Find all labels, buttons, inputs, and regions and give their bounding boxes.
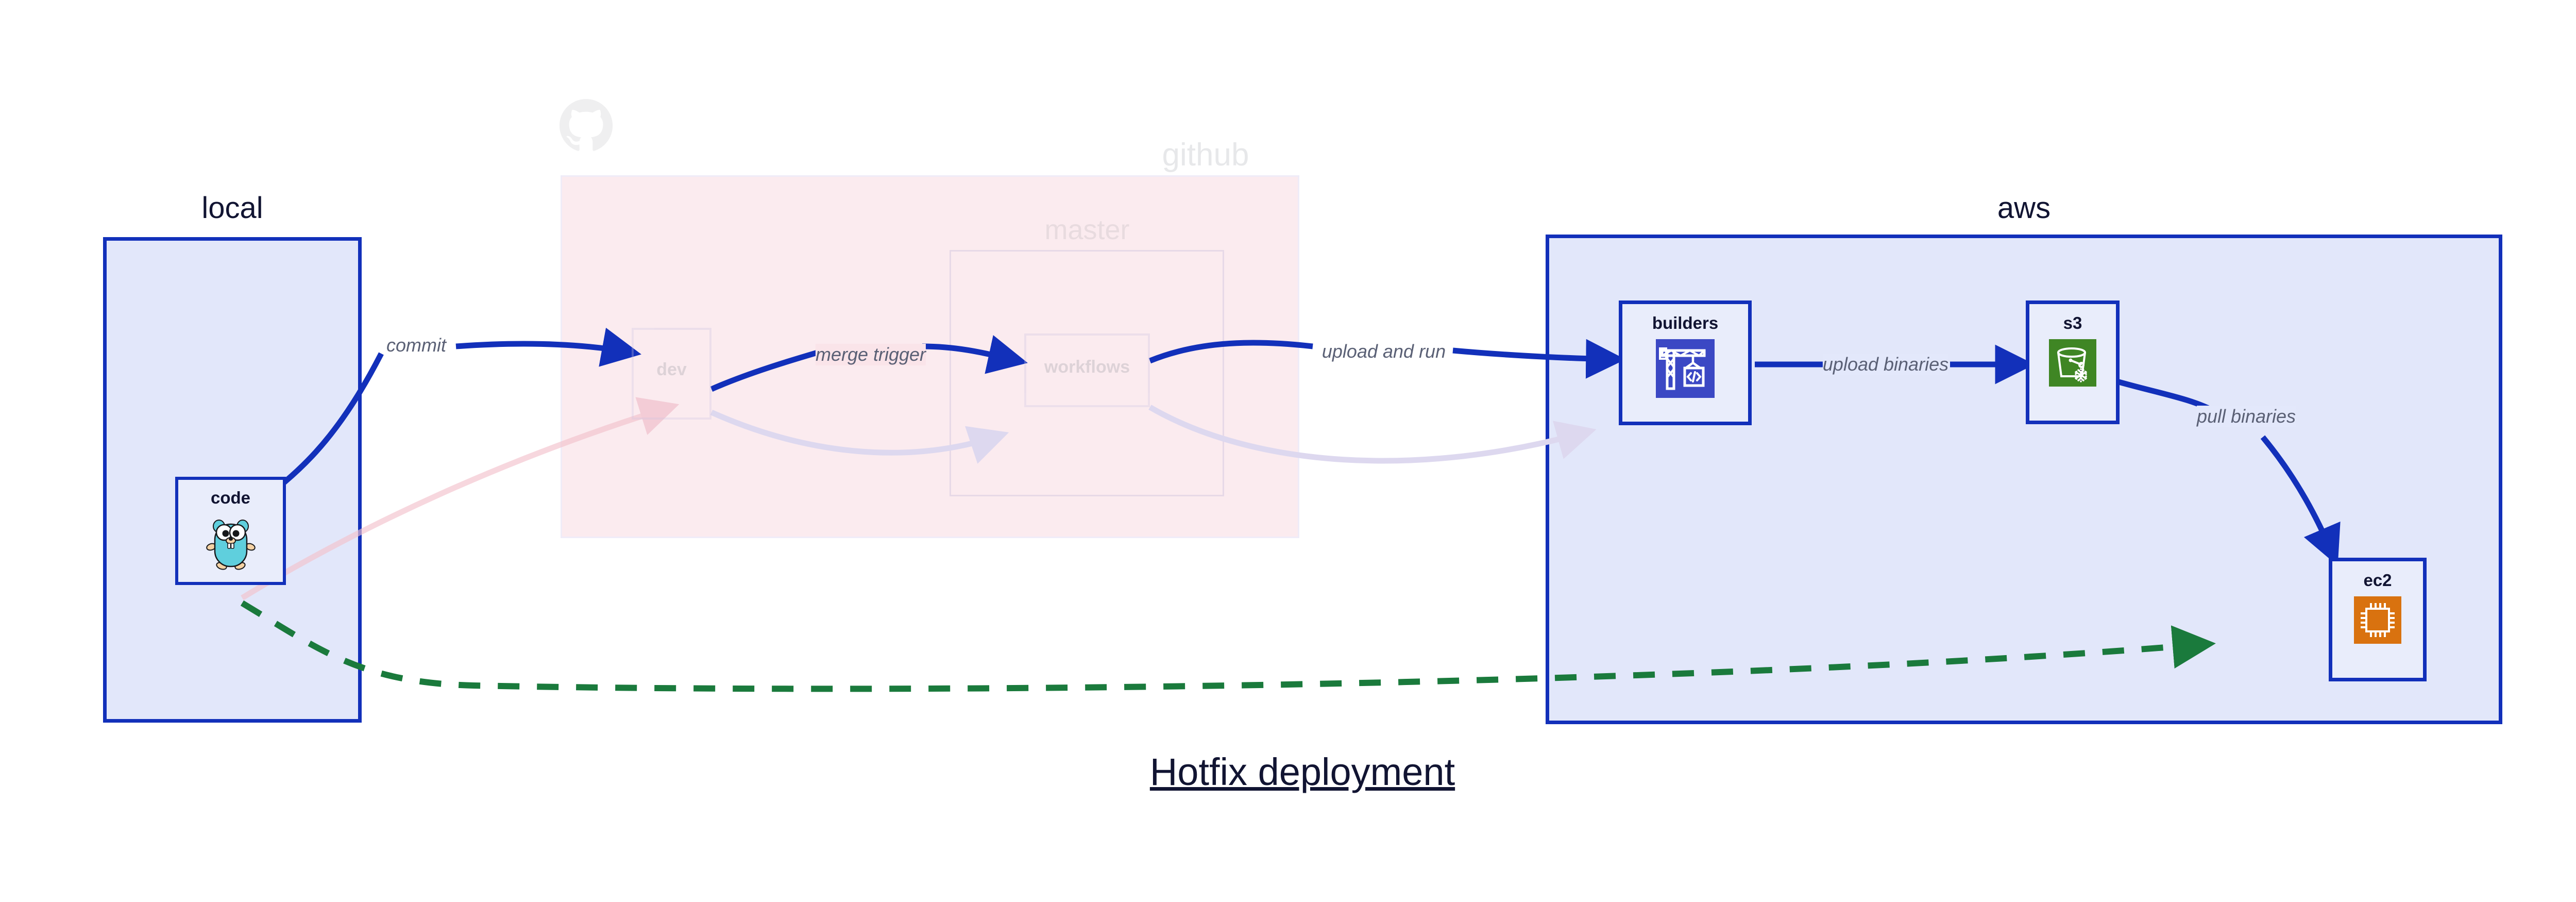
github-octocat-icon — [560, 99, 613, 151]
edge-label-commit: commit — [386, 335, 446, 356]
aws-ec2-chip-icon — [2354, 596, 2401, 644]
node-code[interactable]: code — [175, 477, 286, 585]
aws-codebuild-crane-icon — [1656, 339, 1715, 398]
node-builders[interactable]: builders — [1619, 300, 1752, 425]
diagram-caption: Hotfix deployment — [1149, 750, 1455, 793]
node-workflows-label: workflows — [1044, 357, 1130, 377]
node-ec2[interactable]: ec2 — [2329, 558, 2427, 681]
node-workflows[interactable]: workflows — [1024, 333, 1150, 407]
node-dev[interactable]: dev — [632, 328, 711, 420]
group-local-label: local — [201, 191, 263, 225]
group-github-label: github — [1162, 137, 1249, 173]
aws-s3-bucket-glacier-icon — [2049, 339, 2096, 387]
node-builders-label: builders — [1652, 313, 1719, 332]
node-code-label: code — [210, 488, 251, 507]
node-s3-label: s3 — [2063, 313, 2082, 332]
node-s3[interactable]: s3 — [2026, 300, 2120, 424]
edge-label-merge-trigger: merge trigger — [815, 344, 926, 365]
edge-label-pull-binaries: pull binaries — [2196, 406, 2296, 427]
group-master — [950, 250, 1224, 496]
node-dev-label: dev — [656, 360, 687, 379]
edge-label-upload-and-run: upload and run — [1321, 341, 1446, 362]
edge-label-upload-binaries: upload binaries — [1822, 354, 1949, 375]
node-ec2-label: ec2 — [2363, 571, 2392, 590]
group-aws-label: aws — [1997, 191, 2051, 225]
go-gopher-icon — [205, 513, 257, 571]
group-master-label: master — [1044, 214, 1130, 245]
